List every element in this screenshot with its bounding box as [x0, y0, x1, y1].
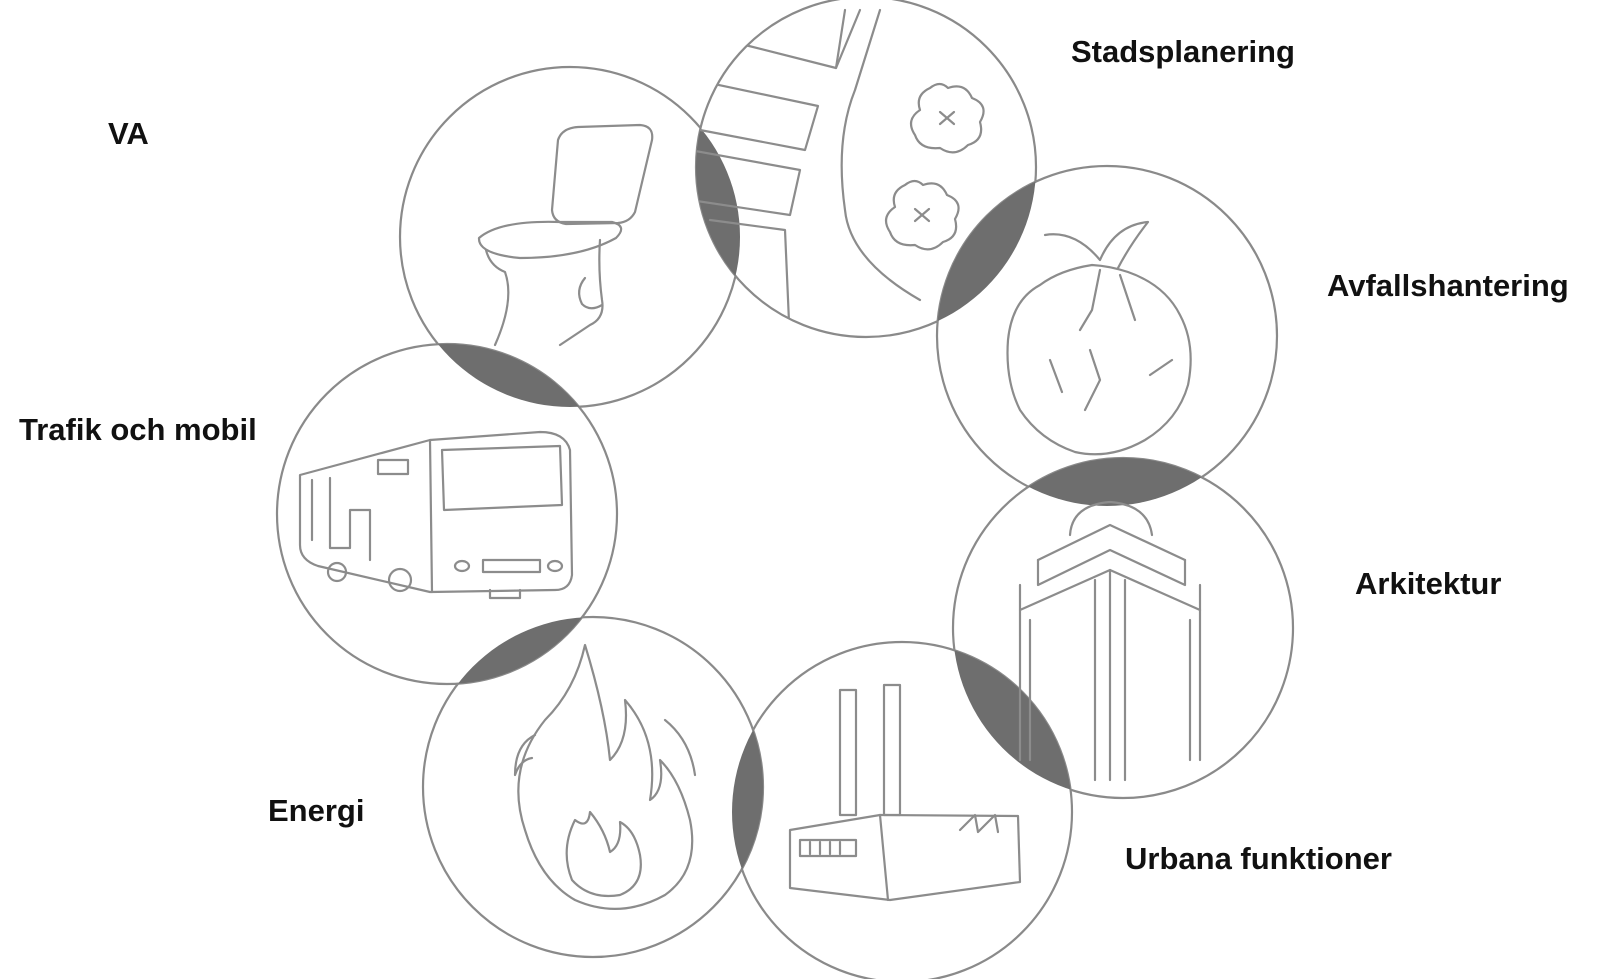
label-energi: Energi: [268, 795, 364, 826]
label-trafik: Trafik och mobil: [19, 414, 257, 445]
label-urbana: Urbana funktioner: [1125, 843, 1392, 874]
label-arkitektur: Arkitektur: [1355, 568, 1501, 599]
label-avfallshantering: Avfallshantering: [1327, 270, 1569, 301]
label-va: VA: [108, 118, 149, 149]
label-stadsplanering: Stadsplanering: [1071, 36, 1295, 67]
